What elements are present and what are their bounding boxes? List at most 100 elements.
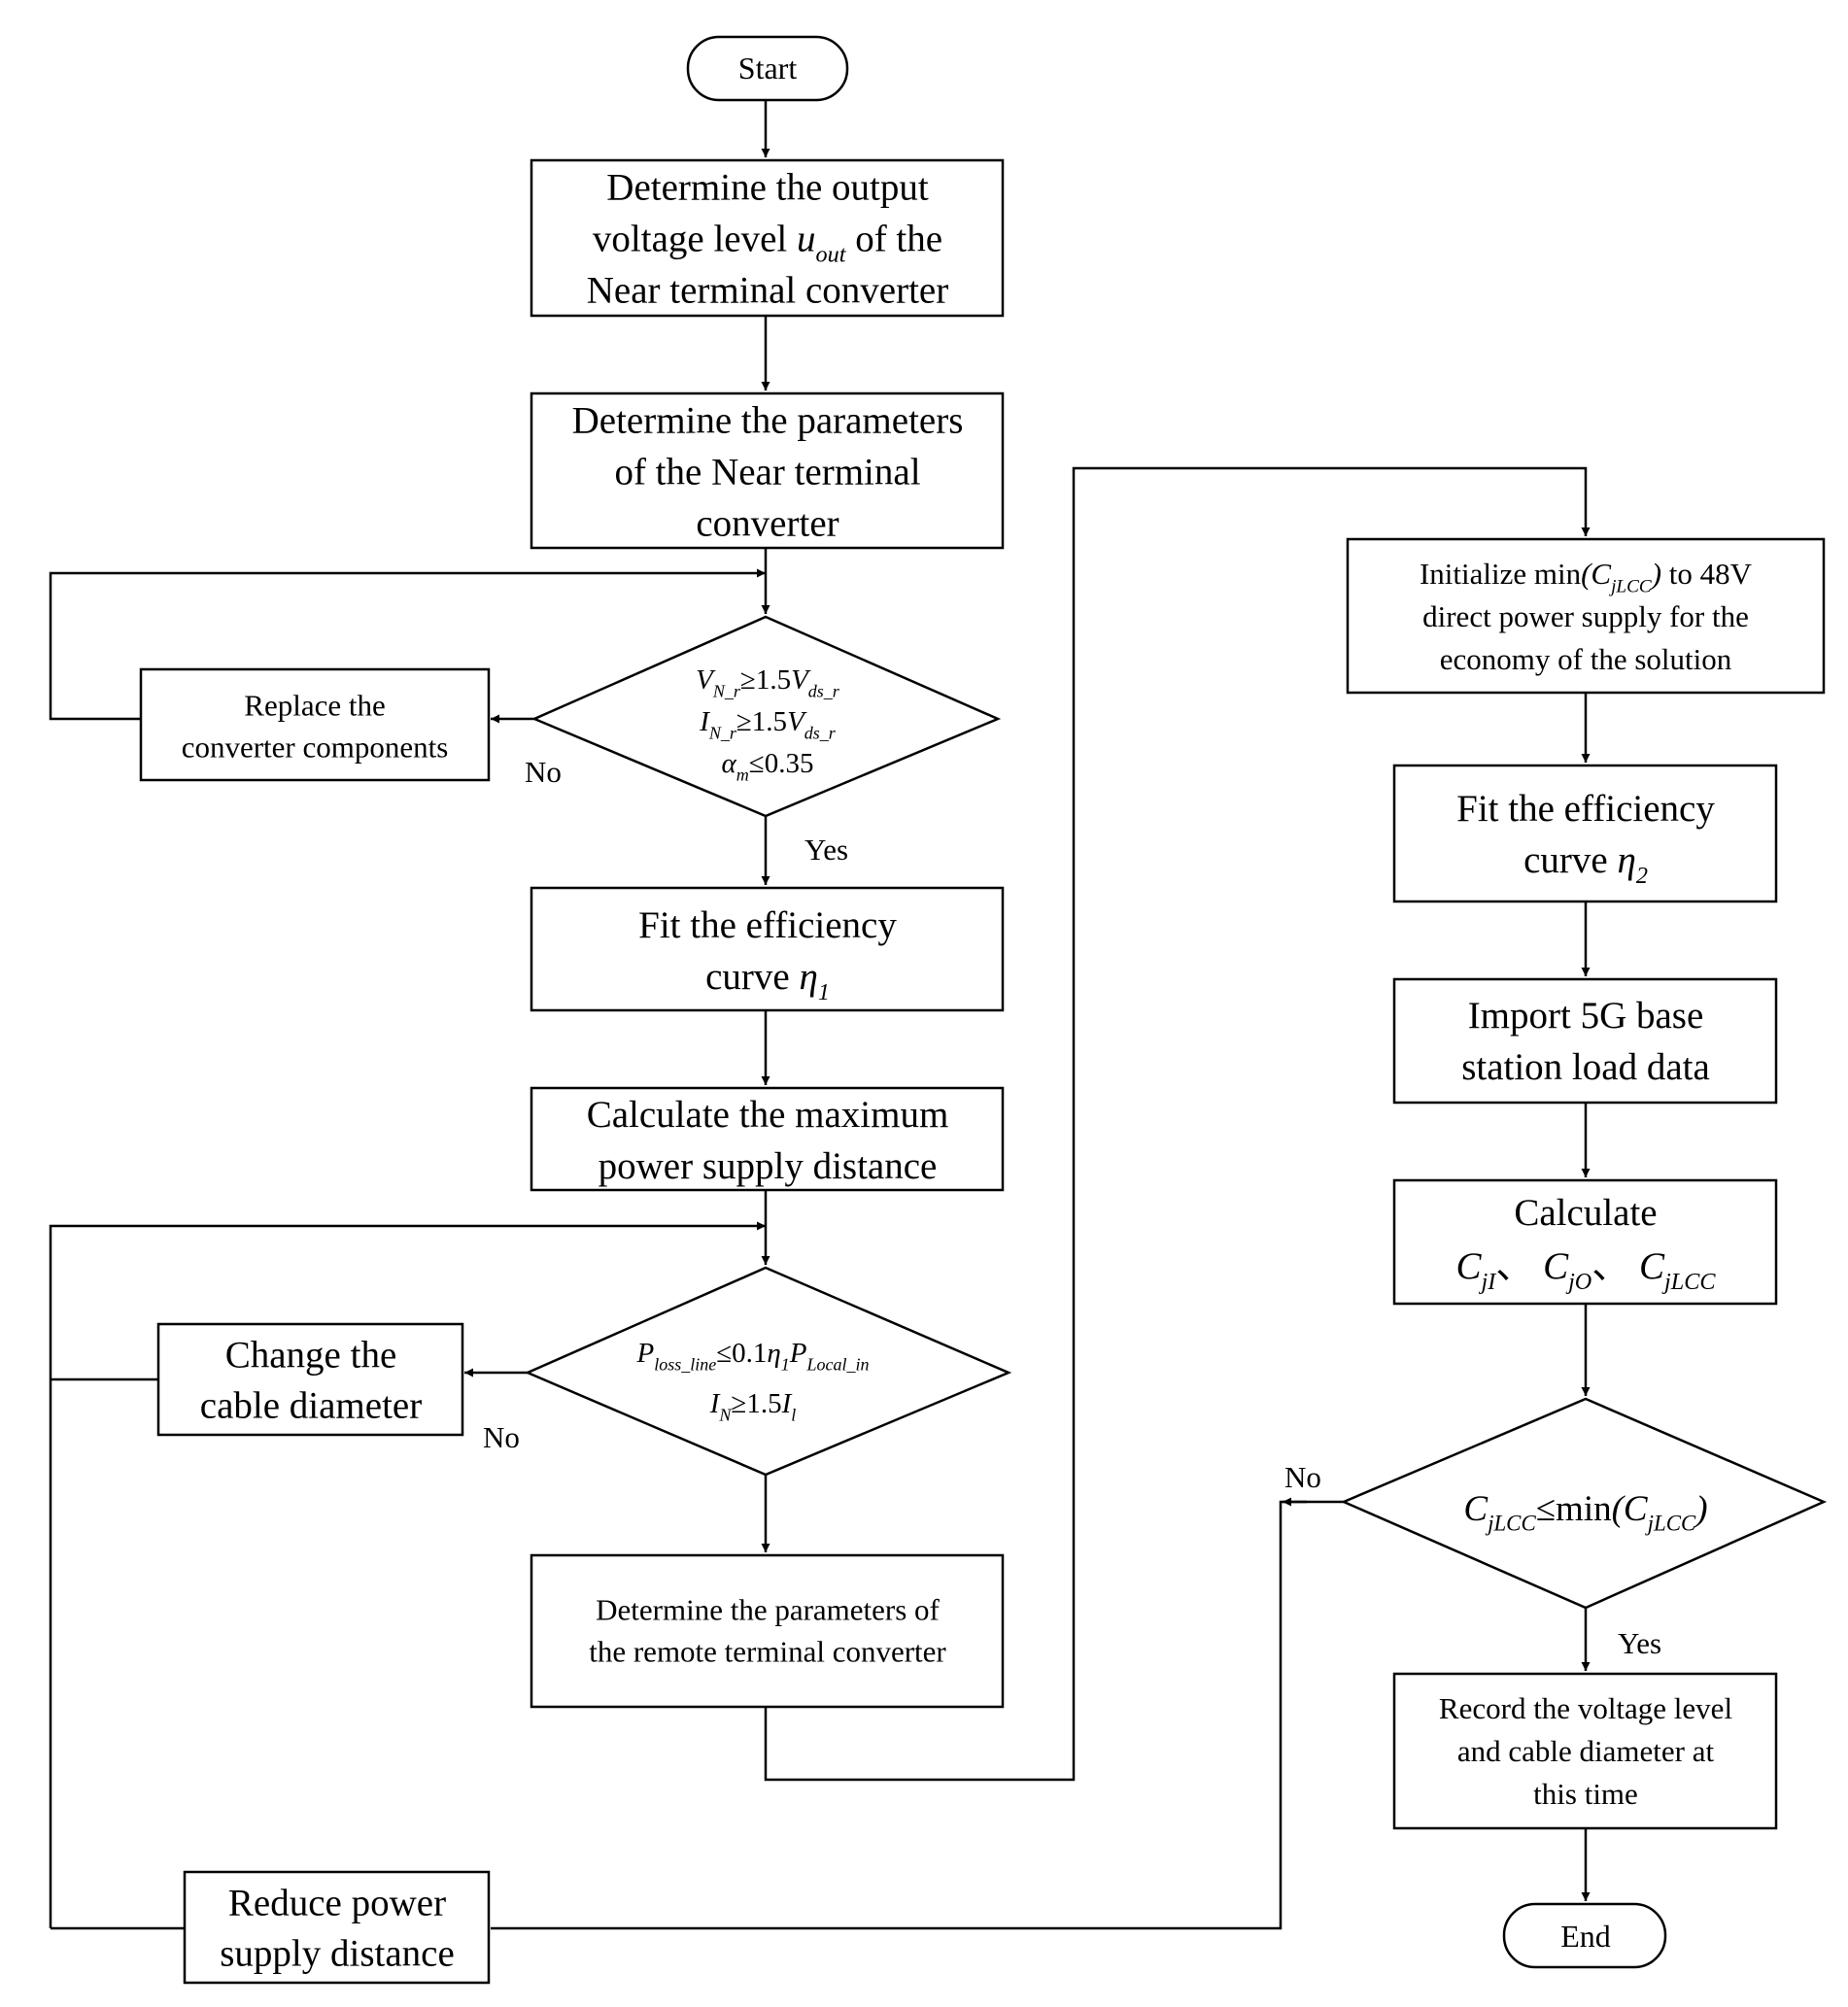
label-subscript: jLCC bbox=[1661, 1269, 1716, 1295]
label-line: αm≤0.35 bbox=[722, 748, 814, 784]
label-segment: ≥1.5 bbox=[740, 664, 791, 696]
decision1-yes-label: Yes bbox=[804, 833, 848, 867]
label-segment: Determine the parameters bbox=[572, 400, 964, 442]
label-subscript: 1 bbox=[818, 979, 830, 1005]
label-line: Determine the output bbox=[606, 167, 929, 209]
label-subscript: 1 bbox=[781, 1354, 790, 1374]
start-label: Start bbox=[738, 51, 798, 85]
label-line: curve η1 bbox=[705, 956, 830, 1005]
label-line: converter bbox=[696, 503, 838, 545]
label-segment: this time bbox=[1533, 1777, 1638, 1811]
label-subscript: Local_in bbox=[806, 1354, 870, 1374]
label-segment: ≥1.5 bbox=[736, 706, 787, 737]
label-segment: power supply distance bbox=[599, 1145, 938, 1187]
label-line: Replace the bbox=[244, 688, 385, 722]
label-segment: I bbox=[781, 1388, 793, 1419]
end-label: End bbox=[1560, 1919, 1611, 1954]
label-segment: ≤0.35 bbox=[749, 748, 814, 779]
label-segment: cable diameter bbox=[200, 1385, 422, 1427]
label-segment: converter components bbox=[182, 730, 449, 764]
label-segment: converter bbox=[696, 503, 838, 545]
label-segment: 、 bbox=[1495, 1245, 1543, 1287]
label-line: direct power supply for the bbox=[1422, 599, 1749, 633]
label-line: supply distance bbox=[220, 1933, 455, 1975]
label-line: Import 5G base bbox=[1468, 995, 1704, 1037]
label-line: Determine the parameters bbox=[572, 400, 964, 442]
fit-eta1-box bbox=[530, 886, 1005, 1012]
label-subscript: jLCC bbox=[1645, 1511, 1696, 1535]
label-line: curve η2 bbox=[1523, 839, 1648, 889]
label-line: Start bbox=[738, 51, 798, 85]
connector-remote-to-initialize bbox=[764, 466, 1591, 1782]
label-segment: Determine the parameters of bbox=[596, 1592, 940, 1626]
label-line: Record the voltage level bbox=[1439, 1691, 1732, 1725]
initialize-min-box bbox=[1346, 537, 1826, 695]
replace-components-label: Replace the converter components bbox=[182, 688, 449, 764]
decision-line-loss bbox=[524, 1266, 1012, 1477]
label-segment: Determine the output bbox=[606, 167, 929, 209]
label-segment: η bbox=[767, 1338, 780, 1369]
label-line: the remote terminal converter bbox=[589, 1634, 946, 1668]
calc-max-distance-box bbox=[530, 1086, 1005, 1192]
label-segment: P bbox=[635, 1338, 654, 1369]
label-line: CjLCC≤min(CjLCC) bbox=[1463, 1489, 1707, 1535]
label-line: station load data bbox=[1461, 1046, 1710, 1088]
determine-remote-params-box bbox=[530, 1553, 1005, 1709]
decision3-no-label: No bbox=[1284, 1460, 1321, 1494]
label-line: cable diameter bbox=[200, 1385, 422, 1427]
connector-decision3-no bbox=[491, 1500, 1344, 1930]
determine-output-voltage-label: Determine the output voltage level uout o… bbox=[587, 167, 948, 312]
fit-eta1-label: Fit the efficiency curve η1 bbox=[638, 904, 897, 1005]
label-segment: 、 bbox=[1591, 1245, 1639, 1287]
label-line: End bbox=[1560, 1919, 1611, 1954]
end-terminal bbox=[1502, 1902, 1667, 1969]
label-subscript: N_r bbox=[712, 681, 741, 700]
label-segment: ≤0.1 bbox=[716, 1338, 767, 1369]
import-load-box bbox=[1392, 977, 1778, 1105]
label-segment: u bbox=[797, 219, 816, 260]
label-subscript: m bbox=[736, 765, 749, 784]
label-segment: Change the bbox=[225, 1335, 397, 1377]
label-subscript: N_r bbox=[708, 723, 737, 742]
label-segment: ) bbox=[1650, 557, 1661, 591]
label-subscript: N bbox=[718, 1405, 732, 1424]
label-segment: C bbox=[1543, 1245, 1569, 1287]
label-segment: Record the voltage level bbox=[1439, 1691, 1732, 1725]
label-line: converter components bbox=[182, 730, 449, 764]
label-line: Near terminal converter bbox=[587, 270, 948, 312]
label-line: Fit the efficiency bbox=[638, 904, 897, 946]
label-segment: direct power supply for the bbox=[1422, 599, 1749, 633]
label-subscript: ds_r bbox=[808, 681, 840, 700]
calculate-c-box bbox=[1392, 1178, 1778, 1306]
label-line: voltage level uout of the bbox=[593, 219, 942, 268]
label-line: of the Near terminal bbox=[614, 452, 920, 493]
start-terminal bbox=[686, 35, 849, 102]
label-segment: Initialize min bbox=[1420, 557, 1582, 591]
label-segment: I bbox=[709, 1388, 721, 1419]
label-segment: V bbox=[696, 664, 716, 696]
fit-eta2-box bbox=[1392, 764, 1778, 903]
label-subscript: out bbox=[816, 242, 847, 268]
label-segment: Fit the efficiency bbox=[638, 904, 897, 946]
replace-components-box bbox=[139, 667, 491, 782]
label-segment: η bbox=[799, 956, 817, 998]
label-subscript: jLCC bbox=[1485, 1511, 1536, 1535]
label-line: this time bbox=[1533, 1777, 1638, 1811]
determine-near-params-box bbox=[530, 391, 1005, 550]
change-cable-label: Change the cable diameter bbox=[200, 1335, 422, 1427]
label-segment: of the bbox=[845, 219, 942, 260]
label-line: IN_r≥1.5Vds_r bbox=[699, 706, 837, 742]
label-segment: V bbox=[787, 706, 807, 737]
determine-remote-params-label: Determine the parameters of the remote te… bbox=[589, 1592, 946, 1668]
label-subscript: jI bbox=[1479, 1269, 1497, 1295]
label-segment: End bbox=[1560, 1919, 1611, 1954]
label-segment: curve bbox=[705, 956, 799, 998]
decision-min-cost bbox=[1340, 1397, 1828, 1610]
label-segment: ≤min bbox=[1536, 1489, 1612, 1529]
label-segment: ) bbox=[1694, 1489, 1707, 1529]
